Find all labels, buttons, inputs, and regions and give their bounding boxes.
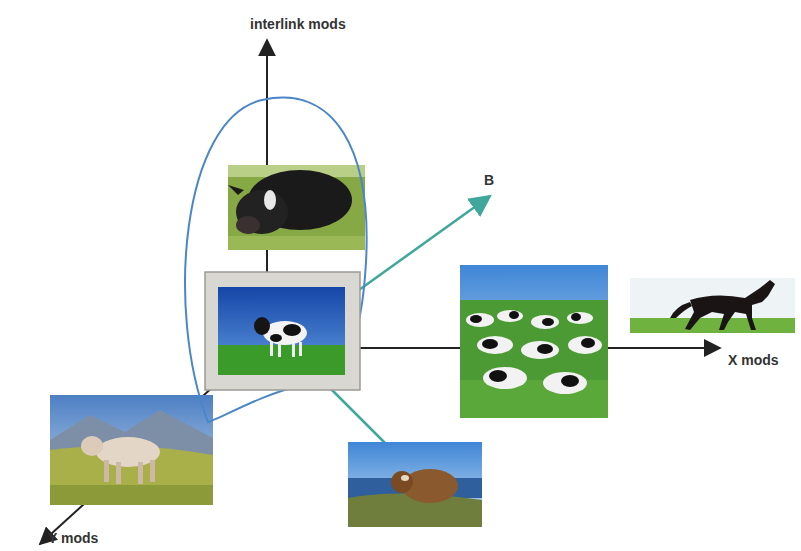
y-axis (40, 385, 215, 544)
axis-label: X mods (728, 352, 779, 368)
axis-label: B (484, 172, 494, 188)
cow-closeup-photo (228, 165, 365, 250)
axis-label: Y mods (48, 530, 98, 546)
horse-photo (630, 278, 795, 333)
axis-label: interlink mods (250, 16, 346, 32)
cow-sea-photo (348, 442, 482, 527)
teal-link (330, 388, 388, 446)
query-photo (205, 272, 360, 390)
cow-herd-photo (460, 265, 608, 418)
cow-mountain-photo (50, 395, 213, 505)
cluster-loop (185, 98, 367, 422)
